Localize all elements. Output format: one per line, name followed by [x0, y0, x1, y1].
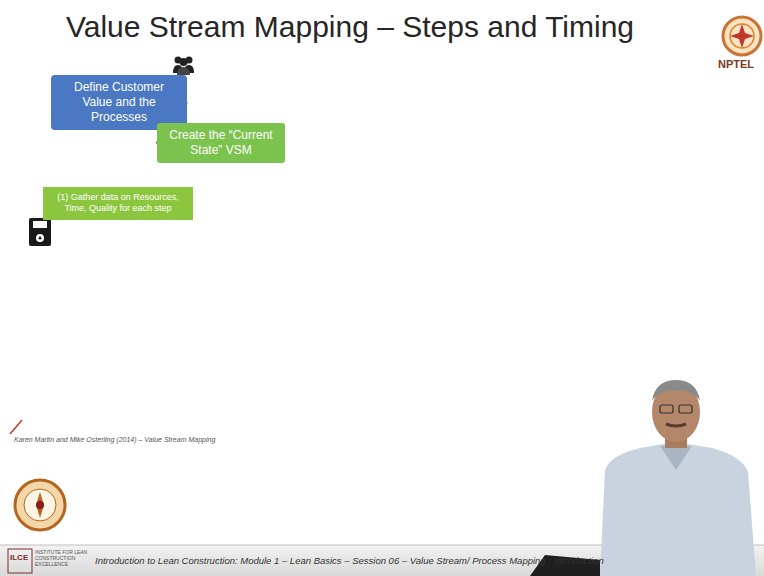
nptel-logo [723, 17, 761, 55]
footer-text: Introduction to Lean Construction: Modul… [95, 556, 604, 567]
process-box: Create the “Current State” VSM [157, 123, 285, 163]
box-text: Create the “Current State” VSM [164, 128, 278, 158]
process-box: Define Customer Value and the Processes [51, 75, 187, 130]
logo-text: ILCE [10, 553, 28, 562]
ilce-logo-mark [8, 549, 32, 573]
citation-text: Karen Martin and Mike Osterling (2014) –… [14, 436, 215, 444]
slide-title: Value Stream Mapping – Steps and Timing [60, 10, 640, 44]
institute-name: INSTITUTE FOR LEAN CONSTRUCTION EXCELLEN… [35, 550, 91, 567]
logo-text: NPTEL [718, 58, 754, 71]
presenter [530, 380, 756, 576]
box-text: Define Customer Value and the Processes [58, 80, 180, 125]
institute-logo [15, 480, 65, 530]
storage-icon [29, 218, 51, 246]
step-box: (1) Gather data on Resources, Time, Qual… [43, 187, 193, 220]
box-text: (1) Gather data on Resources, Time, Qual… [50, 192, 186, 215]
people-icon [173, 57, 194, 76]
citation-mark [10, 420, 22, 434]
